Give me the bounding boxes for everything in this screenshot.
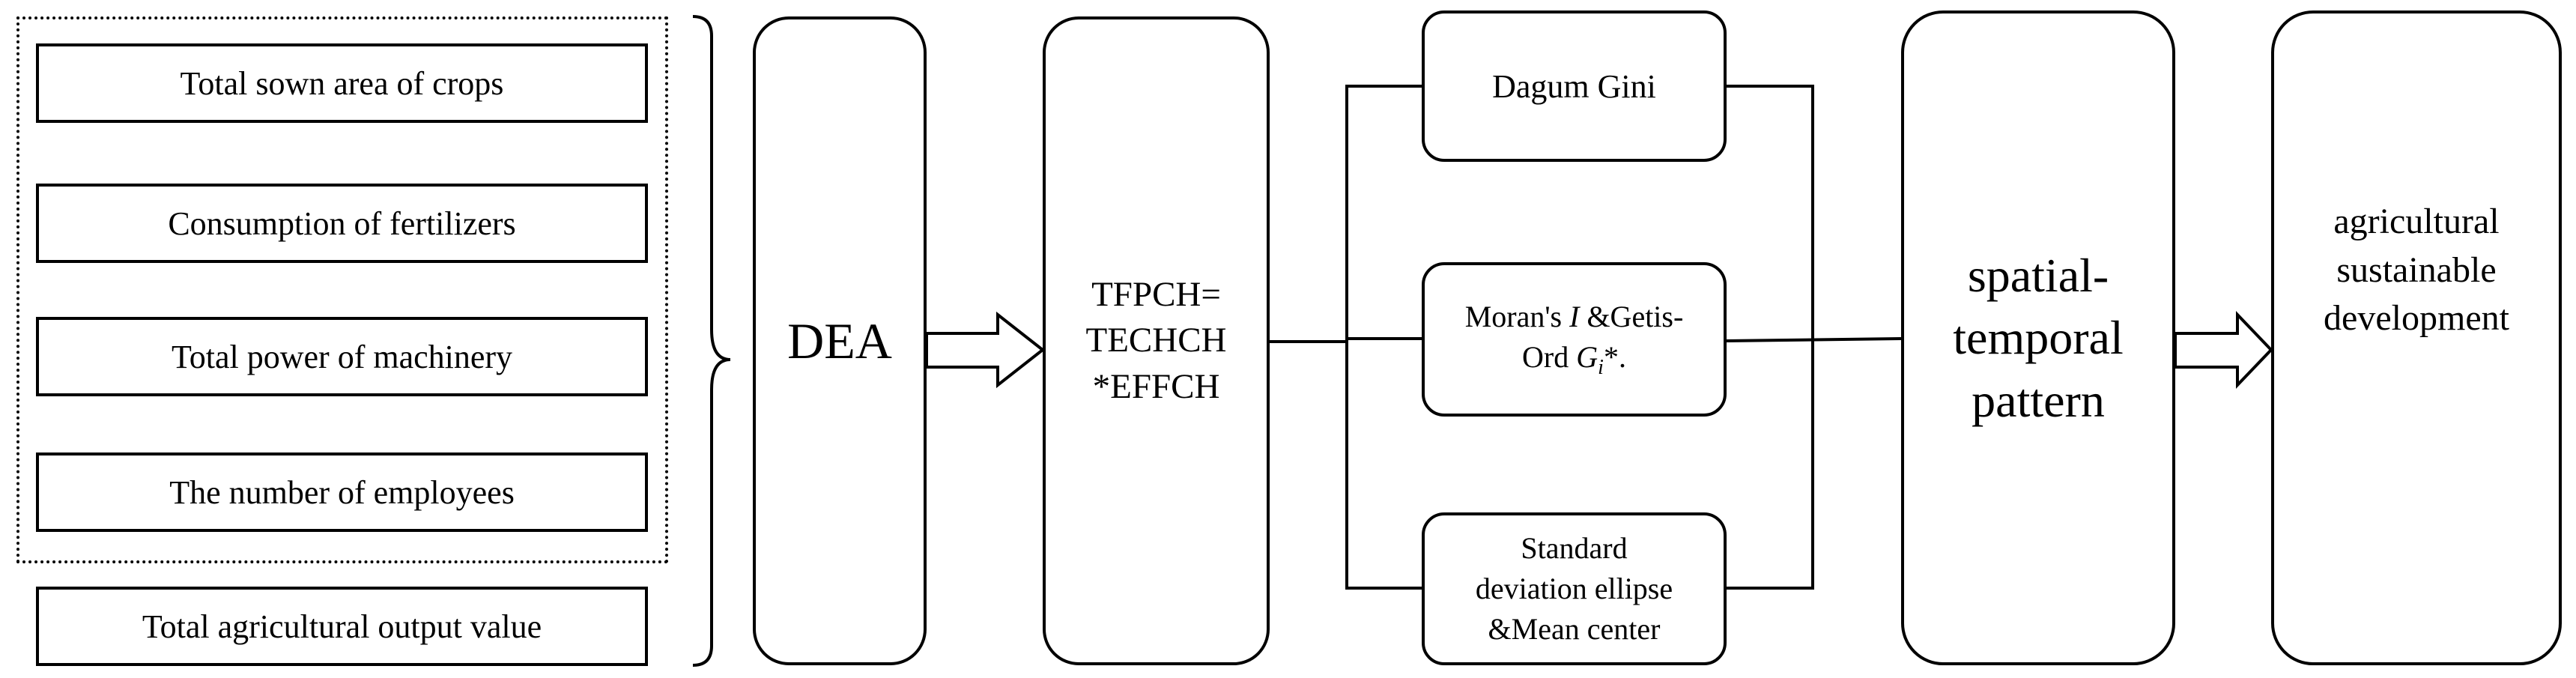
arrow-dea-to-tfpch <box>925 311 1046 389</box>
input-label-sown-area: Total sown area of crops <box>180 64 504 102</box>
sde-label: Standard deviation ellipse &Mean center <box>1476 528 1673 650</box>
input-label-employees: The number of employees <box>169 473 515 511</box>
pattern-line-2: temporal <box>1953 311 2124 365</box>
tfpch-line-1: TFPCH= <box>1091 275 1221 315</box>
moran-getis-box: Moran's I &Getis- Ord Gi*. <box>1422 262 1727 417</box>
goal-line-2: sustainable <box>2336 249 2497 290</box>
output-box-agri-value: Total agricultural output value <box>36 587 648 666</box>
sde-line-3: &Mean center <box>1488 612 1661 646</box>
dea-box: DEA <box>753 16 927 665</box>
tfpch-box: TFPCH= TECHCH *EFFCH <box>1043 16 1270 665</box>
pattern-line-3: pattern <box>1972 373 2105 427</box>
moran-line-2-sub: i <box>1598 356 1604 380</box>
sde-line-2: deviation ellipse <box>1475 572 1673 605</box>
spatial-temporal-pattern-box: spatial- temporal pattern <box>1901 10 2175 665</box>
goal-line-3: development <box>2324 298 2509 339</box>
dagum-gini-box: Dagum Gini <box>1422 10 1727 162</box>
tfpch-label: TFPCH= TECHCH *EFFCH <box>1086 272 1227 409</box>
dagum-gini-label: Dagum Gini <box>1492 67 1656 105</box>
input-label-machinery: Total power of machinery <box>171 338 513 375</box>
pattern-line-1: spatial- <box>1967 249 2109 303</box>
input-indicators-group <box>16 16 668 563</box>
input-box-employees: The number of employees <box>36 452 648 532</box>
input-label-fertilizers: Consumption of fertilizers <box>168 205 516 242</box>
moran-getis-label: Moran's I &Getis- Ord Gi*. <box>1465 297 1684 382</box>
tfpch-line-2: TECHCH <box>1085 321 1227 360</box>
input-box-fertilizers: Consumption of fertilizers <box>36 184 648 263</box>
goal-label: agricultural sustainable development <box>2324 198 2509 343</box>
moran-line-2: Ord Gi*. <box>1465 337 1684 382</box>
connector-from-moran <box>1726 337 1902 342</box>
input-box-machinery: Total power of machinery <box>36 317 648 396</box>
tfpch-line-3: *EFFCH <box>1092 366 1220 406</box>
moran-line-1: Moran's I &Getis- <box>1464 300 1684 334</box>
sustainable-development-box: agricultural sustainable development <box>2271 10 2562 665</box>
sde-mean-center-box: Standard deviation ellipse &Mean center <box>1422 512 1727 665</box>
input-brace <box>692 15 731 667</box>
dea-label: DEA <box>787 312 892 369</box>
input-box-sown-area: Total sown area of crops <box>36 43 648 123</box>
goal-line-1: agricultural <box>2333 201 2500 241</box>
pattern-label: spatial- temporal pattern <box>1953 244 2123 432</box>
arrow-pattern-to-goal <box>2174 311 2273 389</box>
moran-line-2-prefix: Ord G <box>1522 340 1598 375</box>
output-label-agri-value: Total agricultural output value <box>142 608 542 645</box>
sde-line-1: Standard <box>1521 531 1628 565</box>
moran-line-2-suffix: *. <box>1603 340 1626 375</box>
right-bracket <box>1727 85 1814 590</box>
